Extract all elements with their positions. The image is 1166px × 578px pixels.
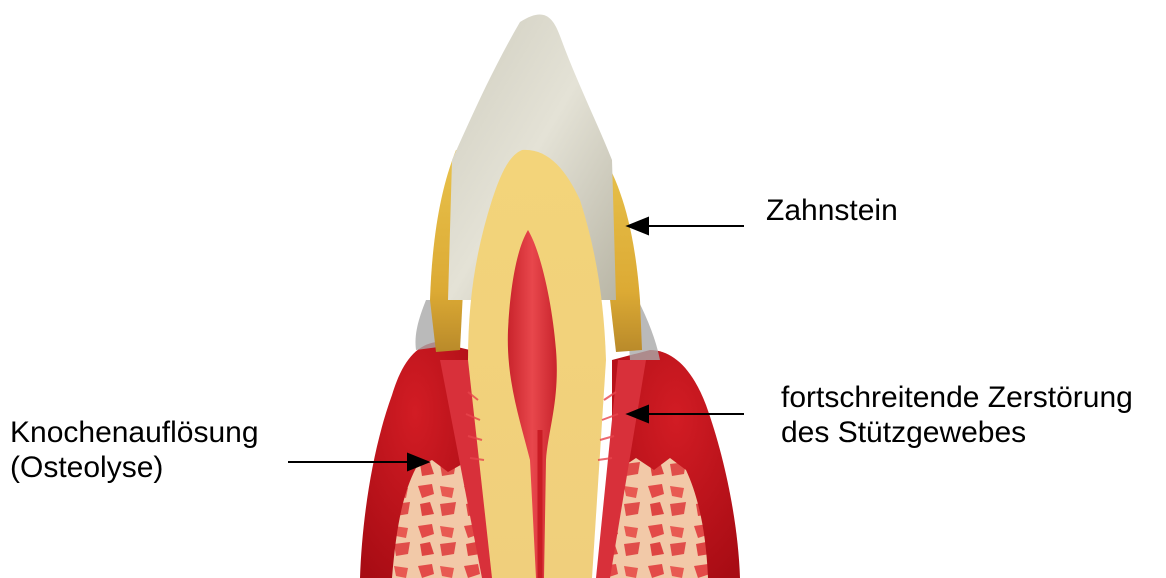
arrow-knochenaufloesung — [288, 454, 428, 470]
label-zerstoerung-line2: des Stützgewebes — [781, 415, 1133, 450]
label-zerstoerung-line1: fortschreitende Zerstörung — [781, 380, 1133, 415]
label-zerstoerung: fortschreitende Zerstörung des Stützgewe… — [781, 380, 1133, 450]
label-knochenaufloesung-line2: (Osteolyse) — [10, 450, 259, 485]
label-zahnstein-text: Zahnstein — [766, 193, 898, 228]
label-knochenaufloesung-line1: Knochenauflösung — [10, 415, 259, 450]
arrow-zahnstein — [628, 218, 744, 234]
label-zahnstein: Zahnstein — [766, 193, 898, 228]
label-knochenaufloesung: Knochenauflösung (Osteolyse) — [10, 415, 259, 485]
